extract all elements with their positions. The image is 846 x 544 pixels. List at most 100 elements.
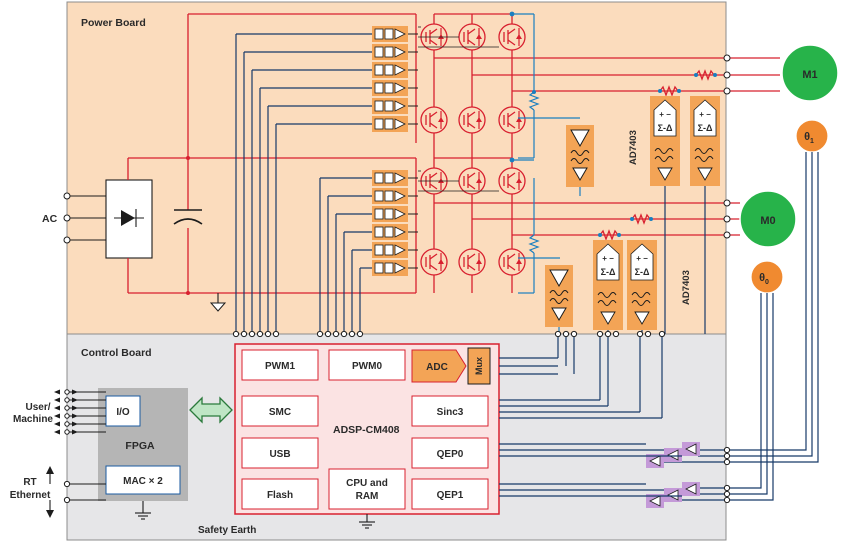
- encoder-receiver: [682, 482, 700, 496]
- igbt-switch: [498, 248, 526, 276]
- fpga-io-label: I/O: [116, 407, 130, 418]
- sinc3-label: Sinc3: [437, 407, 464, 418]
- gate-isolator: [372, 80, 418, 96]
- theta0-sub: 0: [765, 279, 769, 286]
- qep1-label: QEP1: [437, 490, 464, 501]
- inverter-lower: [418, 157, 526, 293]
- rt-label-1: RT: [23, 477, 36, 488]
- ac-label: AC: [42, 213, 58, 225]
- dc-link-sense-lower: [509, 157, 560, 294]
- igbt-switch: [458, 23, 486, 51]
- isolated-amp-lower: [545, 265, 573, 334]
- sigma-delta-label: Σ-Δ: [698, 123, 713, 133]
- smc-block: [241, 395, 319, 427]
- sigma-delta-plus-minus: + −: [602, 254, 614, 263]
- sigma-delta-plus-minus: + −: [659, 110, 671, 119]
- fpga-io-block: [105, 395, 141, 427]
- adc-block: [411, 349, 467, 383]
- dsp-submodules: PWM1 PWM0 ADC Mux SMC Sinc3 USB QEP0 Fla…: [241, 347, 491, 510]
- flash-label: Flash: [267, 490, 293, 501]
- pwm1-block: [241, 349, 319, 381]
- sigma-delta-modulators: + − Σ-Δ + − Σ-Δ + − Σ-Δ + − Σ-Δ: [593, 96, 720, 334]
- usb-block: [241, 437, 319, 469]
- fpga-mac-label: MAC × 2: [123, 476, 163, 487]
- encoder-receiver: [646, 454, 664, 468]
- phase-lines-m1: [434, 54, 780, 97]
- user-label-1: User/: [25, 402, 50, 413]
- sigma-delta-modulator: + − Σ-Δ: [690, 96, 720, 334]
- rectifier: [105, 158, 153, 293]
- gate-isolator: [372, 260, 418, 276]
- pwm0-block: [328, 349, 406, 381]
- fpga-title: FPGA: [125, 440, 155, 452]
- gate-isolator: [372, 170, 418, 186]
- sigma-delta-label: Σ-Δ: [601, 267, 616, 277]
- gate-isolator: [372, 188, 418, 204]
- dc-bus: [128, 13, 417, 295]
- sigma-delta-plus-minus: + −: [636, 254, 648, 263]
- gate-isolator: [372, 224, 418, 240]
- motor-m1-label: M1: [802, 69, 817, 81]
- qep0-block: [411, 437, 489, 469]
- sinc3-block: [411, 395, 489, 427]
- gate-isolator: [372, 116, 418, 132]
- dsp-signal-lines: [499, 330, 682, 497]
- cpu-block: [328, 468, 406, 510]
- motor-m0: M0: [739, 190, 797, 248]
- gate-drivers-upper: [235, 33, 372, 334]
- encoder-receiver: [682, 442, 700, 456]
- fpga-dsp-link-arrow: [189, 396, 233, 424]
- pwm1-label: PWM1: [265, 361, 295, 372]
- motor-m1: M1: [781, 44, 839, 102]
- igbt-switch: [420, 248, 448, 276]
- svg-text:θ1: θ1: [804, 131, 814, 145]
- igbt-switch: [458, 106, 486, 134]
- qep1-block: [411, 478, 489, 510]
- sigma-delta-label: Σ-Δ: [635, 267, 650, 277]
- safety-earth: Safety Earth: [198, 514, 375, 536]
- sigma-delta-label: Σ-Δ: [658, 123, 673, 133]
- isolated-amp-upper: [566, 125, 594, 196]
- theta1-sub: 1: [810, 138, 814, 145]
- flash-block: [241, 478, 319, 510]
- igbt-switch: [420, 106, 448, 134]
- usb-label: USB: [269, 449, 290, 460]
- encoder-theta1: θ1: [795, 119, 829, 153]
- fpga-mac-block: [105, 465, 181, 495]
- sigma-delta-modulator: + − Σ-Δ: [593, 240, 623, 334]
- rt-ethernet: RT Ethernet: [10, 466, 106, 518]
- sigma-delta-plus-minus: + −: [699, 110, 711, 119]
- bus-ground: [209, 293, 227, 312]
- board-connector-nodes: [232, 330, 364, 338]
- gate-isolators: [372, 26, 418, 276]
- user-io-line: [54, 413, 106, 419]
- user-io-line: [54, 421, 106, 427]
- theta1-symbol: θ: [804, 131, 810, 143]
- dsp-title: ADSP-CM408: [333, 424, 400, 436]
- igbt-switch: [498, 106, 526, 134]
- svg-text:θ0: θ0: [759, 272, 769, 286]
- gate-isolator: [372, 98, 418, 114]
- ad7403-label-upper: AD7403: [628, 130, 639, 165]
- control-board-label: Control Board: [81, 347, 152, 359]
- safety-earth-label: Safety Earth: [198, 525, 256, 536]
- gate-isolator: [372, 62, 418, 78]
- gate-isolator: [372, 206, 418, 222]
- gate-isolator: [372, 26, 418, 42]
- dc-link-sense-upper: [509, 11, 580, 159]
- user-io-line: [54, 389, 106, 395]
- rt-label-2: Ethernet: [10, 490, 51, 501]
- fpga-block: I/O FPGA MAC × 2: [98, 388, 188, 520]
- encoder-receiver: [664, 488, 682, 502]
- igbt-switch: [458, 167, 486, 195]
- encoder-cables: [650, 152, 819, 504]
- user-label-2: Machine: [13, 414, 53, 425]
- ad7403-label-lower: AD7403: [681, 270, 692, 305]
- phase-lines-m0: [434, 199, 740, 241]
- power-board-label: Power Board: [81, 17, 146, 29]
- cpu-label-2: RAM: [356, 491, 379, 502]
- igbt-switch: [498, 23, 526, 51]
- encoder-receiver: [646, 494, 664, 508]
